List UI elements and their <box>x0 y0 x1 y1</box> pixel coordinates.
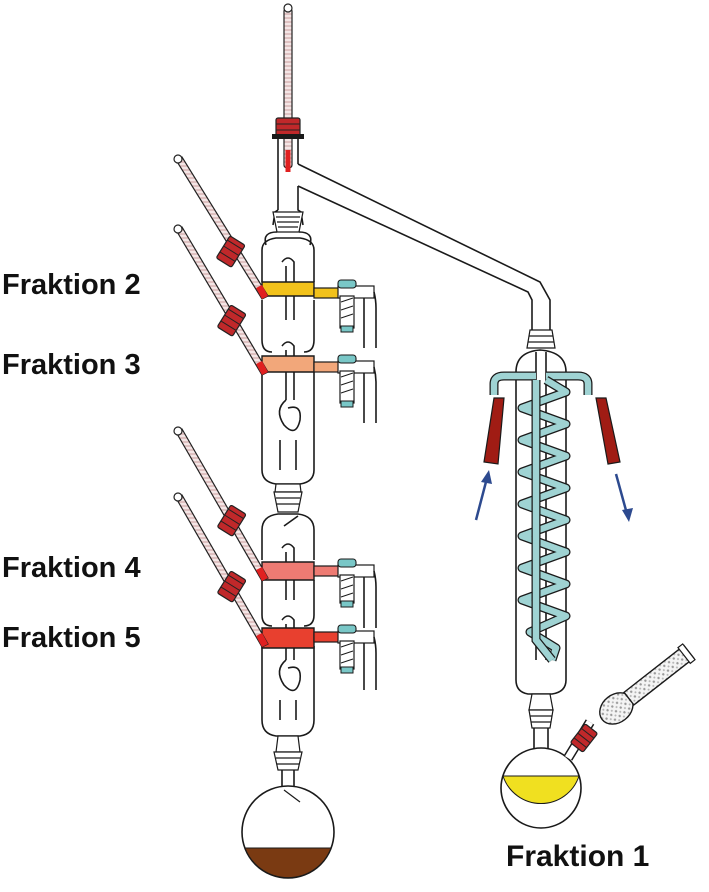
bottom-flask <box>241 785 335 879</box>
stopcock-fraktion-3 <box>337 354 377 423</box>
fraktion-2-liquid <box>261 281 343 299</box>
side-thermometer-fraktion-5 <box>173 492 269 648</box>
condenser-coil <box>489 371 593 663</box>
label-fraktion-2: Fraktion 2 <box>2 269 141 301</box>
label-fraktion-3: Fraktion 3 <box>2 349 141 381</box>
side-thermometer-fraktion-3 <box>173 224 269 376</box>
lower-column-section <box>261 513 315 737</box>
middle-joint <box>273 483 303 513</box>
coolant-hose-inlet <box>483 397 505 465</box>
drying-tube <box>563 643 696 761</box>
thermometer-clamp <box>272 117 304 139</box>
side-thermometer-fraktion-4 <box>173 426 269 582</box>
stopcock-fraktion-5 <box>337 624 377 690</box>
bottom-joint <box>273 735 303 788</box>
receiver-flask <box>500 747 582 829</box>
label-fraktion-5: Fraktion 5 <box>2 622 141 654</box>
condenser-joint <box>526 329 556 349</box>
stopcock-fraktion-2 <box>337 279 377 348</box>
fraktion-5-liquid <box>261 627 343 649</box>
thermometer-bulb <box>285 150 291 172</box>
coolant-hose-outlet <box>595 397 621 465</box>
fraktion-4-liquid <box>261 561 343 581</box>
head-joint <box>272 211 304 233</box>
distillation-head <box>272 138 551 330</box>
fraktion-3-liquid <box>261 355 343 373</box>
side-thermometer-fraktion-2 <box>173 154 269 300</box>
top-thermometer <box>283 3 293 172</box>
stopcock-fraktion-4 <box>337 558 377 628</box>
label-fraktion-4: Fraktion 4 <box>2 552 141 584</box>
coolant-inflow-arrow-icon <box>474 470 492 521</box>
coolant-outflow-arrow-icon <box>614 473 633 522</box>
label-fraktion-1: Fraktion 1 <box>506 840 650 873</box>
receiver-joint <box>528 693 554 750</box>
